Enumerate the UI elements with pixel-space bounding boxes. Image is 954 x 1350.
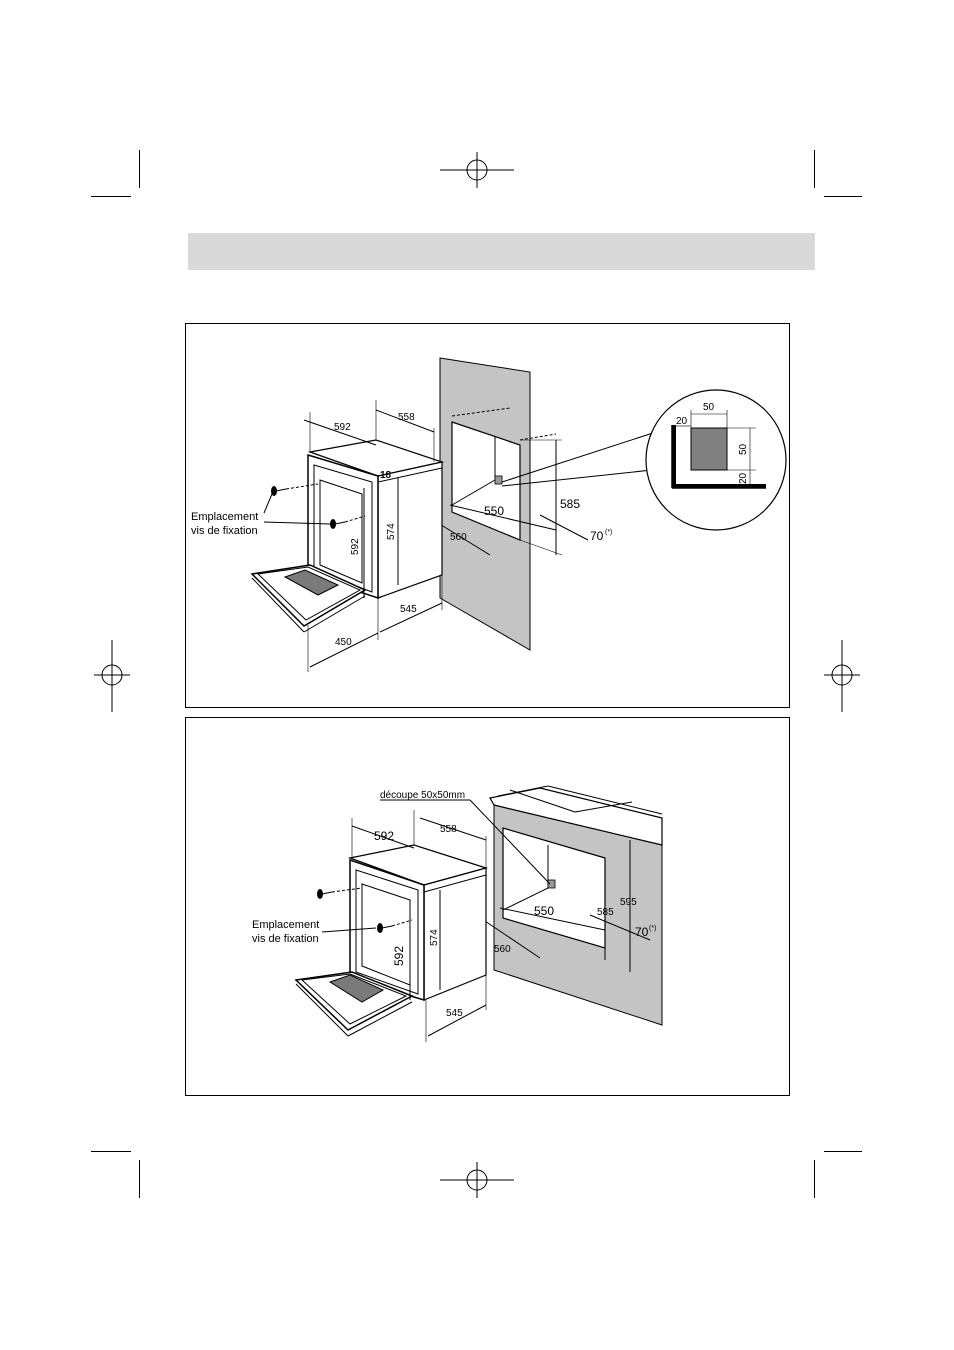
crop-mark bbox=[814, 1160, 815, 1198]
screw-icon bbox=[317, 887, 363, 899]
oven-front bbox=[349, 858, 425, 1002]
detail-dim-offset-bottom: 20 bbox=[738, 472, 749, 484]
detail-dim-offset-left: 20 bbox=[676, 416, 688, 427]
cutout-square bbox=[494, 475, 503, 485]
registration-mark-bottom bbox=[440, 1162, 514, 1198]
detail-dim-side: 50 bbox=[738, 443, 749, 455]
screw-icon bbox=[377, 919, 413, 933]
detail-square bbox=[690, 427, 728, 471]
crop-mark bbox=[91, 196, 131, 197]
screw-location-label: vis de fixation bbox=[252, 933, 319, 945]
screw-icon bbox=[271, 483, 319, 496]
dim-body-depth: 545 bbox=[446, 1008, 463, 1019]
crop-mark bbox=[139, 150, 140, 188]
registration-mark-top bbox=[440, 152, 514, 188]
dim-clearance-note: (*) bbox=[605, 529, 612, 536]
dim-depth-top: 558 bbox=[440, 824, 457, 835]
dim-clearance: 70 bbox=[590, 529, 604, 543]
dim-body-depth: 545 bbox=[400, 604, 417, 615]
dim-cabinet-height: 595 bbox=[620, 897, 637, 908]
screw-icon bbox=[330, 515, 366, 529]
registration-mark-right bbox=[824, 640, 860, 712]
screw-location-label: Emplacement bbox=[252, 919, 319, 931]
crop-mark bbox=[824, 196, 862, 197]
dim-thickness: 18 bbox=[380, 470, 392, 481]
dim-cutout-depth: 560 bbox=[450, 532, 467, 543]
crop-mark bbox=[91, 1151, 131, 1152]
diagram-panel-bottom bbox=[185, 717, 790, 1096]
dim-front-height: 592 bbox=[392, 946, 406, 966]
dim-cutout-height: 585 bbox=[597, 907, 614, 918]
dim-cutout-depth: 560 bbox=[494, 944, 511, 955]
oven-door-window bbox=[328, 974, 385, 1003]
dim-cutout-width: 550 bbox=[484, 504, 504, 518]
oven-door-window bbox=[283, 569, 340, 596]
section-header-bar bbox=[188, 233, 815, 270]
dim-width-top: 592 bbox=[334, 422, 351, 433]
screw-location-label: Emplacement bbox=[191, 511, 258, 523]
dim-clearance-note: (*) bbox=[649, 925, 656, 932]
cutout-note: découpe 50x50mm bbox=[380, 790, 465, 801]
screw-location-label: vis de fixation bbox=[191, 525, 258, 537]
dim-cutout-height: 585 bbox=[560, 497, 580, 511]
dim-front-height: 592 bbox=[350, 538, 361, 555]
dim-body-height: 574 bbox=[386, 523, 397, 540]
dim-cutout-width: 550 bbox=[534, 904, 554, 918]
dim-body-height: 574 bbox=[429, 929, 440, 946]
dim-door-depth: 450 bbox=[335, 637, 352, 648]
dim-depth-top: 558 bbox=[398, 412, 415, 423]
dim-width-top: 592 bbox=[374, 829, 394, 843]
crop-mark bbox=[824, 1151, 862, 1152]
registration-mark-left bbox=[94, 640, 130, 712]
detail-dim-square: 50 bbox=[703, 402, 715, 413]
crop-mark bbox=[139, 1160, 140, 1198]
cutout-square bbox=[547, 879, 556, 889]
crop-mark bbox=[814, 150, 815, 188]
dim-clearance: 70 bbox=[635, 925, 649, 939]
